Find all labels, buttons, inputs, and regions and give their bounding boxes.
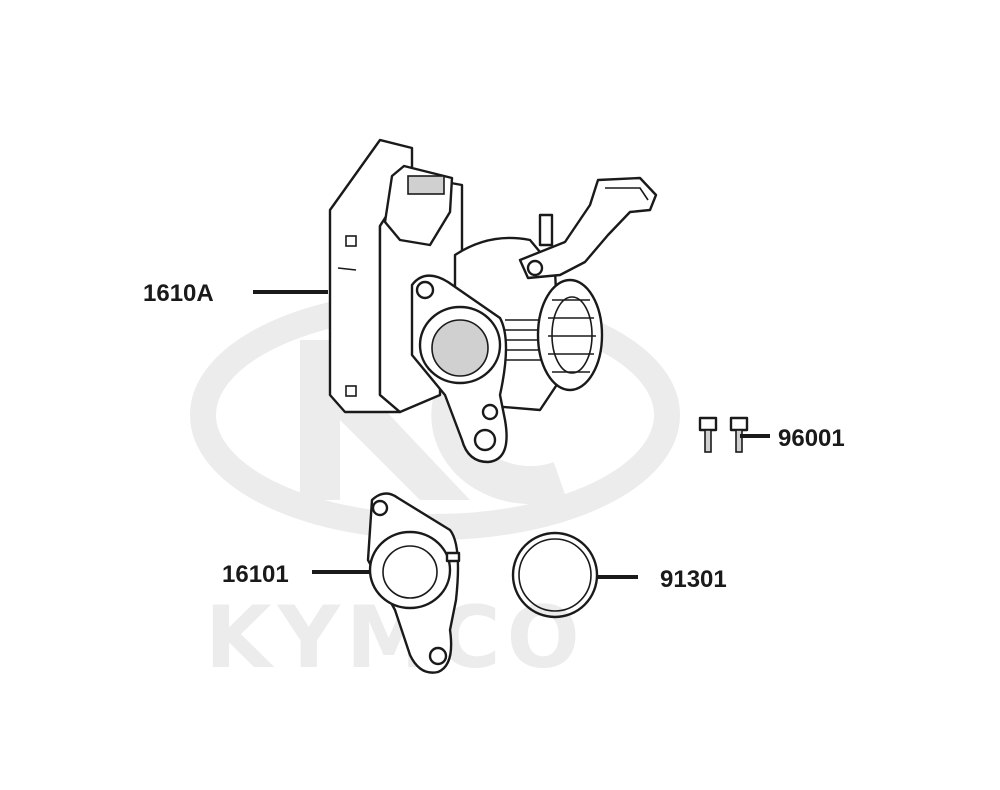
insulator-bore-inner xyxy=(382,545,438,599)
bolt-1-head xyxy=(698,416,718,432)
o-ring-inner xyxy=(518,538,592,612)
callout-16101: 16101 xyxy=(222,561,289,588)
callout-1610a: 1610A xyxy=(143,280,214,307)
bracket-bolt xyxy=(526,259,544,277)
bolt-1-shank xyxy=(704,429,712,453)
callout-91301: 91301 xyxy=(660,566,727,593)
flange-hole-top xyxy=(415,280,435,300)
return-spring xyxy=(505,319,545,361)
housing-slot xyxy=(337,267,357,271)
throttle-body-drawing xyxy=(328,138,658,464)
cable-bracket xyxy=(518,176,658,280)
flange-hole-bottom xyxy=(473,428,497,452)
flange-hole-mid xyxy=(481,403,499,421)
pulley-groove xyxy=(551,296,593,374)
pulley-ribs xyxy=(548,299,596,373)
connector-latch xyxy=(407,175,445,195)
bolt-2-head xyxy=(729,416,749,432)
intake-bore-inner xyxy=(431,319,489,377)
bolt-2-shank xyxy=(735,429,743,453)
insulator-bore-outer xyxy=(368,530,452,610)
housing-hole-top xyxy=(345,235,357,247)
insulator-tab xyxy=(445,551,461,563)
callout-96001: 96001 xyxy=(778,425,845,452)
watermark-k-glyph xyxy=(300,330,470,500)
vacuum-nipple xyxy=(538,213,554,247)
insulator-hole-bottom xyxy=(428,646,448,666)
bracket-slot xyxy=(605,187,649,201)
insulator-drawing xyxy=(366,492,461,674)
housing-hole-bottom xyxy=(345,385,357,397)
bolts-drawing xyxy=(698,416,749,453)
insulator-hole-top xyxy=(371,499,389,517)
